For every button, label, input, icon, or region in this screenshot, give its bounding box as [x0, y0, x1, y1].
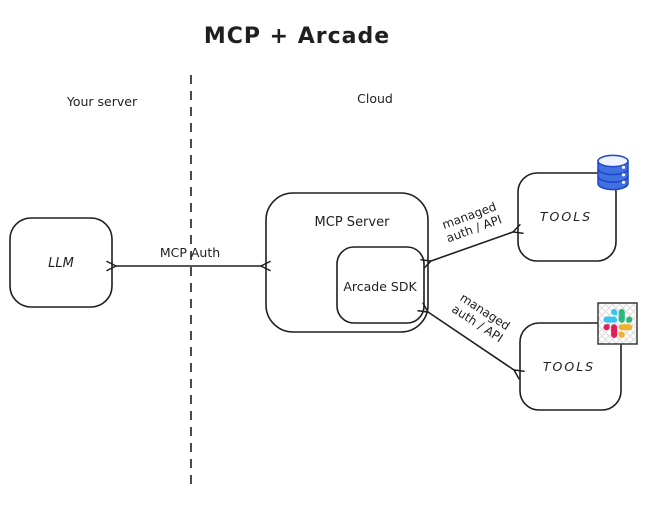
database-icon: [597, 154, 629, 191]
mcp-auth-edge: MCP Auth: [106, 245, 271, 272]
managed-auth-bottom-edge: managed auth / API: [417, 290, 525, 380]
zone-label-cloud: Cloud: [357, 91, 393, 106]
slack-icon: [597, 302, 638, 345]
managed-auth-top-arrow: [420, 224, 524, 269]
zone-label-your-server: Your server: [66, 94, 138, 109]
llm-node: LLM: [9, 217, 113, 308]
tools-db-box: [517, 172, 617, 262]
arcade-sdk-box: [336, 246, 425, 324]
tools-slack-label: TOOLS: [543, 359, 595, 374]
managed-auth-top-edge: managed auth / API: [420, 199, 524, 269]
mcp-auth-label: MCP Auth: [160, 245, 220, 260]
arcade-sdk-node: Arcade SDK: [336, 246, 425, 324]
tools-db-label: TOOLS: [540, 209, 592, 224]
managed-auth-bottom-arrow: [417, 302, 525, 380]
llm-label: LLM: [48, 256, 74, 271]
mcp-server-label: MCP Server: [315, 215, 391, 230]
diagram-title: MCP + Arcade: [204, 24, 390, 49]
tools-db-node: TOOLS: [517, 172, 617, 262]
arcade-sdk-label: Arcade SDK: [343, 279, 417, 294]
tools-slack-node: TOOLS: [519, 322, 622, 411]
